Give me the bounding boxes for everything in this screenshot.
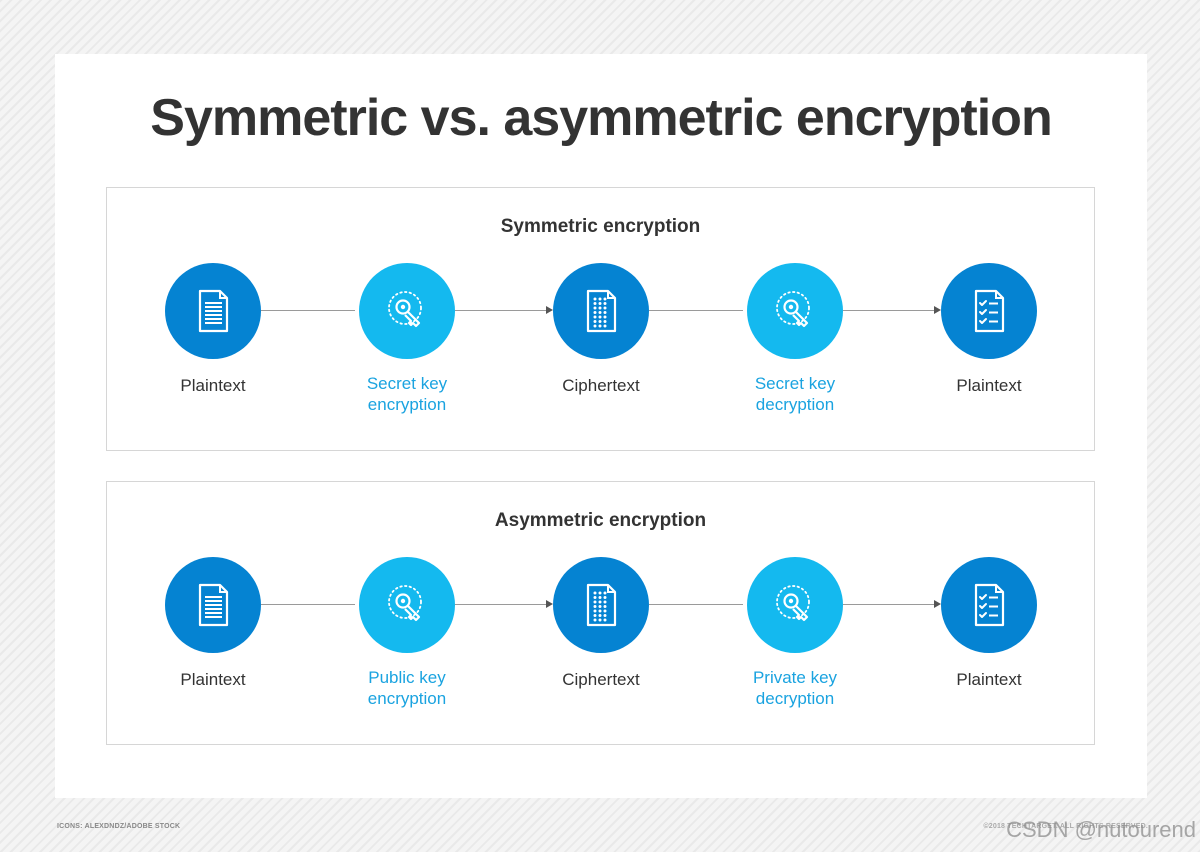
arrowhead-icon (934, 306, 941, 314)
node-label: Plaintext (180, 376, 246, 395)
node-circle (747, 263, 843, 359)
arrowhead-icon (546, 306, 553, 314)
copyright-notice: ©2018 TECHTARGET. ALL RIGHTS RESERVED. (983, 823, 1148, 830)
key-icon (773, 580, 817, 630)
cipher-document-icon (579, 286, 623, 336)
node-label: Ciphertext (562, 376, 640, 395)
node-circle (165, 557, 261, 653)
arrowhead-icon (934, 600, 941, 608)
key-icon (773, 286, 817, 336)
node-label: Ciphertext (562, 670, 640, 689)
cipher-document-icon (579, 580, 623, 630)
node-circle (165, 263, 261, 359)
checklist-document-icon (967, 286, 1011, 336)
node-label: Plaintext (180, 670, 246, 689)
document-icon (191, 580, 235, 630)
node-circle (553, 557, 649, 653)
arrowhead-icon (546, 600, 553, 608)
panel-title: Asymmetric encryption (494, 510, 707, 531)
key-icon (385, 580, 429, 630)
watermark: CSDN @nutourend (1006, 817, 1196, 842)
node-circle (553, 263, 649, 359)
connector-line (649, 310, 743, 311)
connector-line (455, 310, 549, 311)
checklist-document-icon (967, 580, 1011, 630)
node-circle (747, 557, 843, 653)
node-label: Plaintext (956, 376, 1022, 395)
document-icon (191, 286, 235, 336)
node-circle (941, 263, 1037, 359)
node-circle (941, 557, 1037, 653)
node-label: Plaintext (956, 670, 1022, 689)
symmetric-panel: Symmetric encryption Plaintext Secret key… (106, 187, 1095, 451)
connector-line (843, 604, 937, 605)
panel-title: Symmetric encryption (500, 216, 701, 237)
asymmetric-panel: Asymmetric encryption Plaintext Public ke… (106, 481, 1095, 745)
connector-line (455, 604, 549, 605)
icon-credit: ICONS: ALEXDNDZ/ADOBE STOCK (57, 823, 181, 830)
connector-line (649, 604, 743, 605)
node-circle (359, 557, 455, 653)
key-icon (385, 286, 429, 336)
connector-line (261, 310, 355, 311)
connector-line (843, 310, 937, 311)
node-circle (359, 263, 455, 359)
connector-line (261, 604, 355, 605)
page-title: Symmetric vs. asymmetric encryption (150, 89, 1052, 147)
